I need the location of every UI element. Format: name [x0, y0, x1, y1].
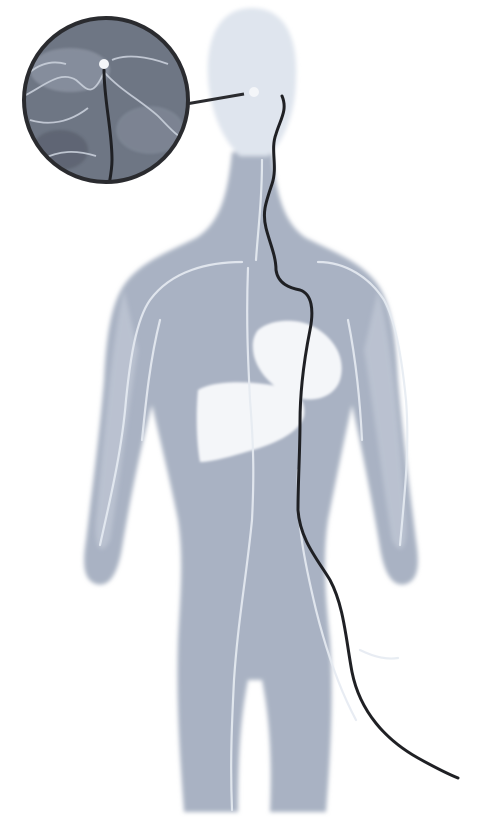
magnified-inset [20, 14, 192, 190]
head [208, 8, 296, 156]
target-point [249, 87, 259, 97]
